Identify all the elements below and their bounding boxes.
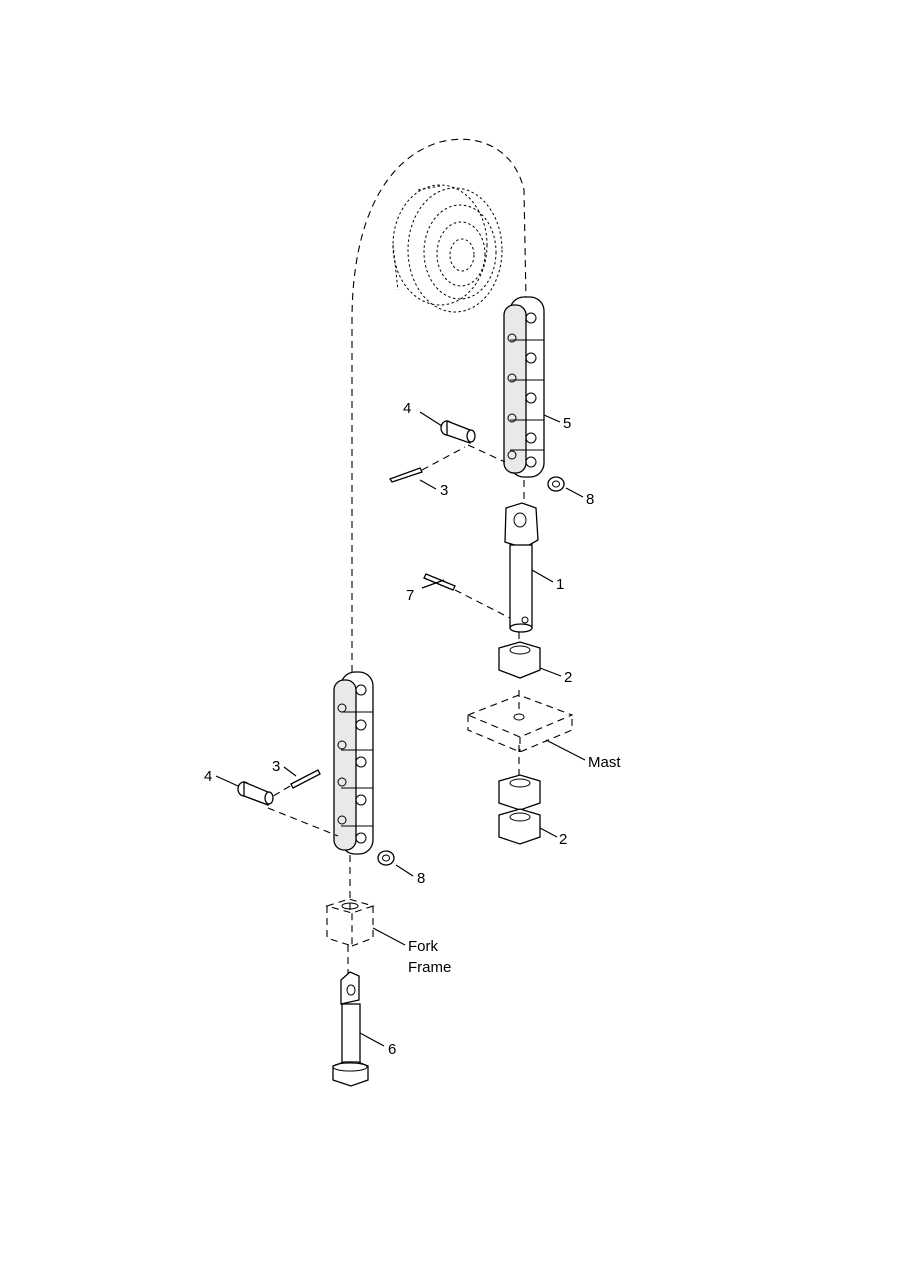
callout-8-upper: 8 — [586, 491, 594, 508]
callout-5: 5 — [563, 415, 571, 432]
lower-cotter-pin — [269, 769, 321, 799]
upper-chain — [503, 296, 545, 478]
callout-fork-line1: Fork — [408, 938, 439, 955]
nut-lower-1 — [498, 774, 541, 811]
callout-3-upper: 3 — [440, 482, 448, 499]
callout-4-lower: 4 — [204, 768, 212, 785]
callout-labels: 5 4 3 8 1 7 2 Mast 2 4 3 8 Fork Frame 6 — [204, 400, 621, 1058]
lower-clevis-pin — [237, 781, 339, 837]
callout-6: 6 — [388, 1041, 396, 1058]
upper-clevis-pin — [440, 420, 506, 463]
lower-chain — [333, 671, 374, 855]
callout-2-upper: 2 — [564, 669, 572, 686]
callout-4-upper: 4 — [403, 400, 411, 417]
sheave-pulley — [392, 184, 503, 313]
nut-upper — [498, 641, 541, 679]
lower-washer — [377, 850, 395, 866]
fork-frame-block — [325, 898, 375, 947]
callout-2-lower: 2 — [559, 831, 567, 848]
anchor-bolt — [504, 502, 539, 633]
leader-lines — [215, 411, 586, 1047]
lower-anchor-bolt — [332, 971, 369, 1087]
mast-plate — [466, 694, 574, 753]
upper-cotter-pin — [389, 446, 466, 483]
upper-washer — [547, 476, 565, 492]
callout-3-lower: 3 — [272, 758, 280, 775]
chain-path-dashed — [347, 138, 527, 975]
callout-8-lower: 8 — [417, 870, 425, 887]
callout-fork-line2: Frame — [408, 959, 451, 976]
callout-7: 7 — [406, 587, 414, 604]
lower-cotter-pin-7 — [423, 573, 511, 619]
callout-mast: Mast — [588, 754, 621, 771]
callout-1: 1 — [556, 576, 564, 593]
nut-lower-2 — [498, 808, 541, 845]
